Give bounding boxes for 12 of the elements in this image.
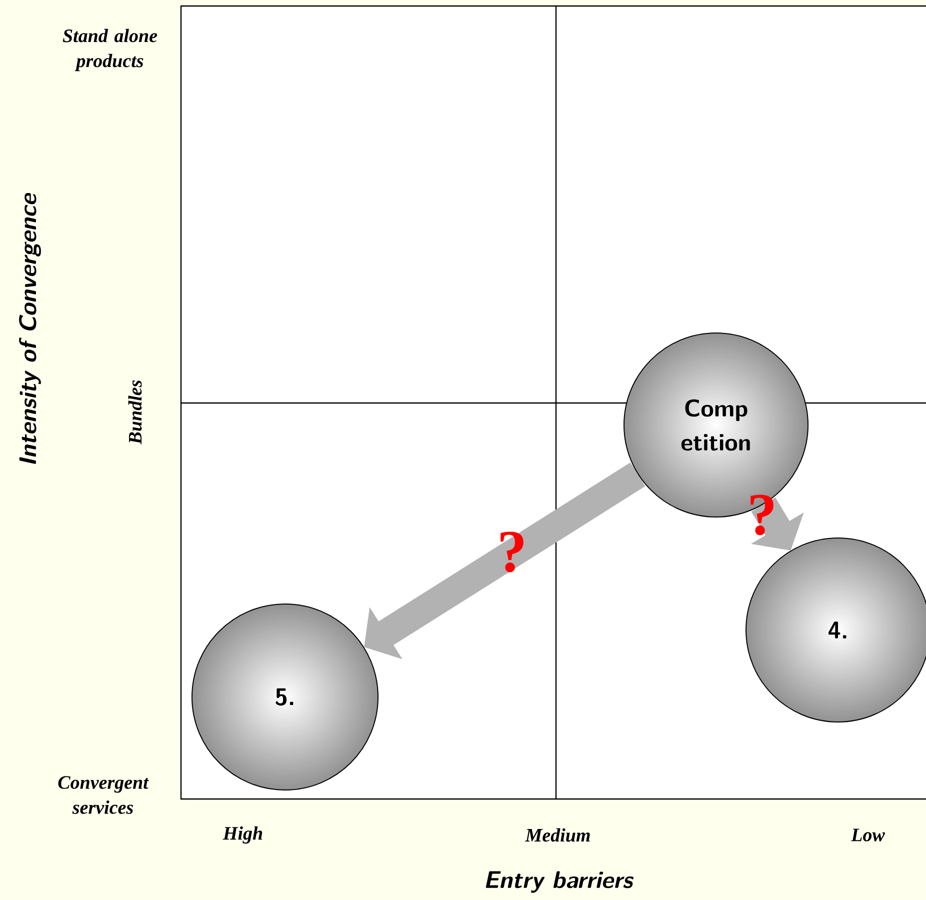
axis-title: Intensity of Convergence <box>19 192 41 464</box>
question-mark: ? <box>500 532 524 572</box>
tick-label: Bundles <box>128 380 142 444</box>
tick-label: Medium <box>525 828 590 842</box>
tick-label: Stand alone products <box>62 28 158 72</box>
block-arrow <box>364 462 646 660</box>
tick-label: High <box>222 826 262 844</box>
circle-node: 5. <box>192 604 378 790</box>
axis-title: Entry barriers <box>486 871 634 893</box>
block-arrow <box>751 497 804 550</box>
tick-label: Low <box>850 828 885 842</box>
tick-label: Convergent services <box>58 776 149 814</box>
